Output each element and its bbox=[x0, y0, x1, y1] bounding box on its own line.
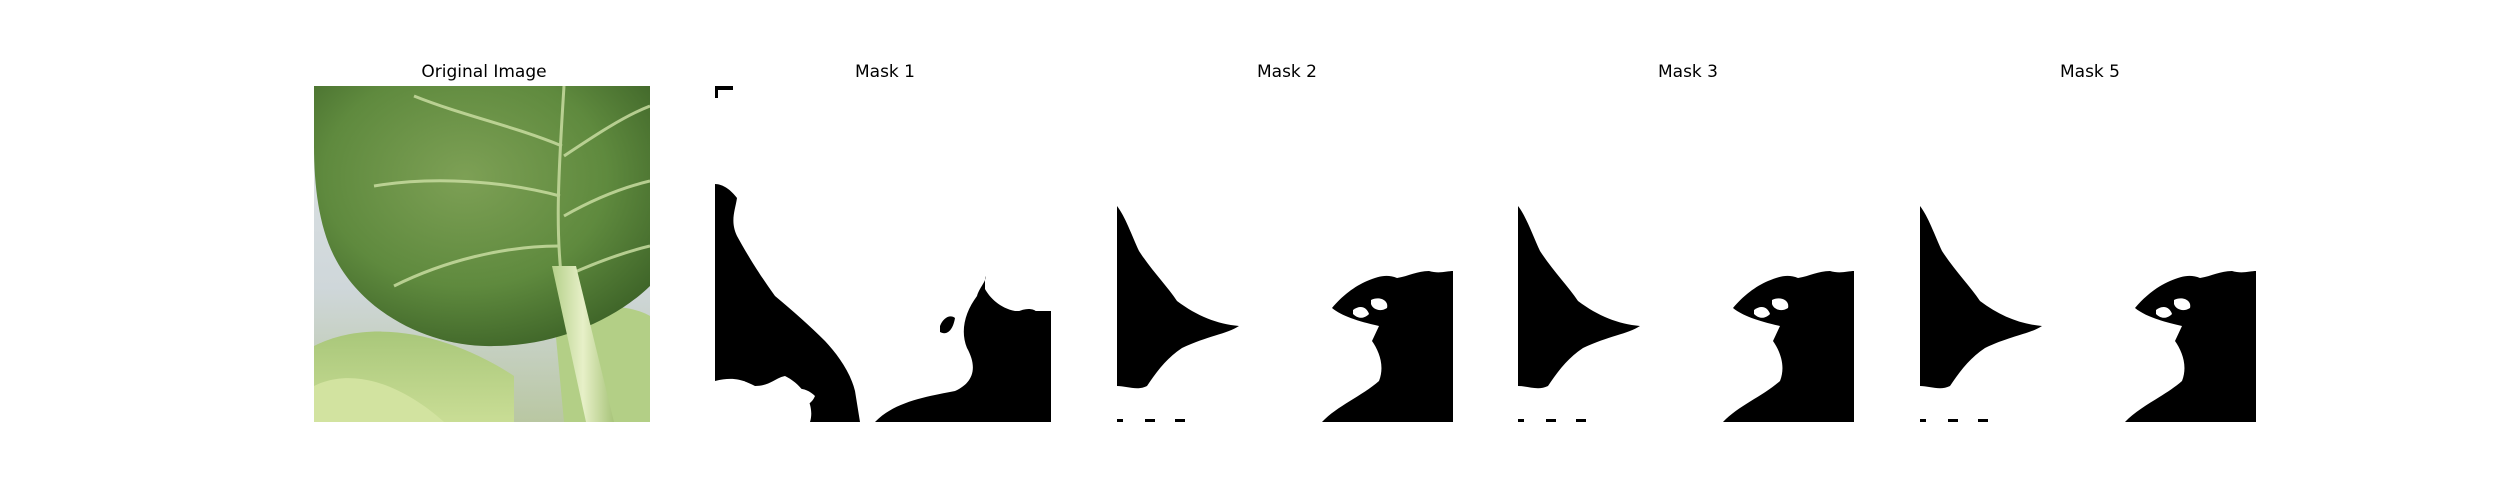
panel-title: Mask 3 bbox=[1657, 62, 1718, 82]
panel-title: Mask 1 bbox=[854, 62, 915, 82]
original-image bbox=[314, 86, 650, 422]
binary-mask-3 bbox=[1518, 86, 1854, 422]
binary-mask-5 bbox=[1920, 86, 2256, 422]
mask-image bbox=[1518, 86, 1854, 422]
panel-title: Original Image bbox=[421, 62, 547, 82]
binary-mask-2 bbox=[1117, 86, 1453, 422]
mask-image bbox=[1920, 86, 2256, 422]
leaf-photo bbox=[314, 86, 650, 422]
mask-image bbox=[715, 86, 1051, 422]
binary-mask-1 bbox=[715, 86, 1051, 422]
panel-title: Mask 2 bbox=[1256, 62, 1317, 82]
panel-title: Mask 5 bbox=[2059, 62, 2120, 82]
mask-image bbox=[1117, 86, 1453, 422]
